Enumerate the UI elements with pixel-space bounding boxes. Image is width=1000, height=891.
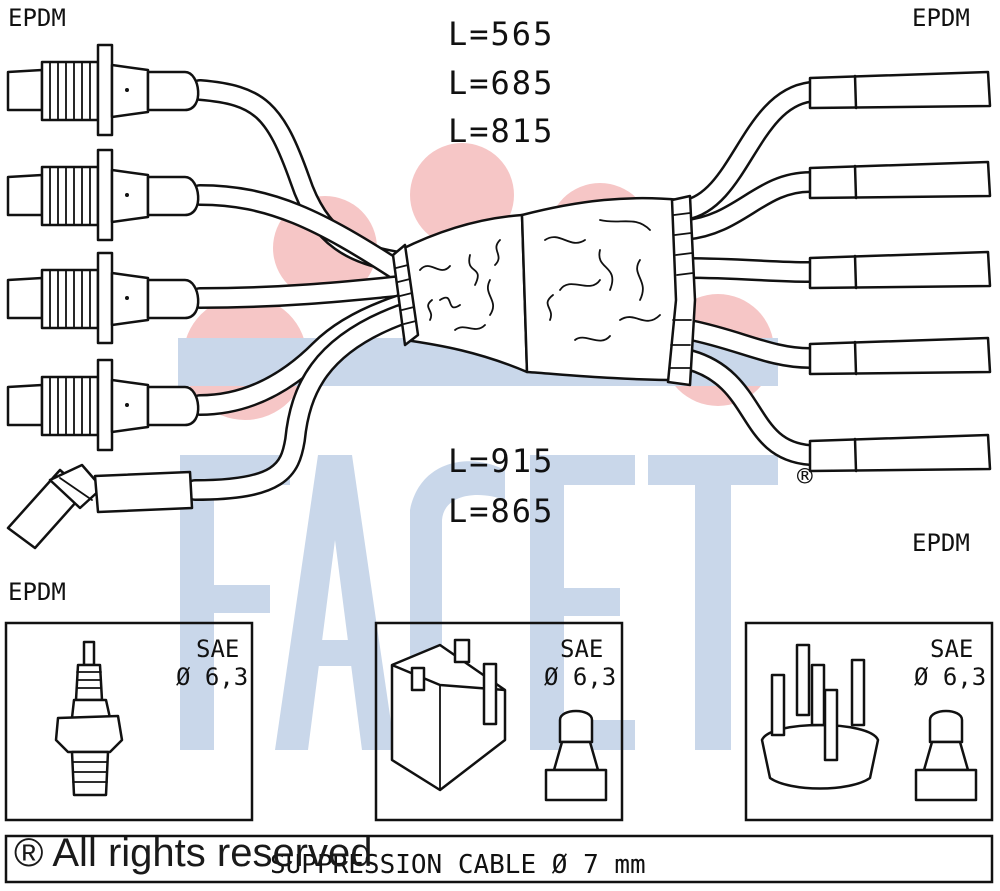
plug-boot (6, 43, 200, 137)
spark-plug-icon (54, 640, 124, 797)
footer-box (4, 834, 994, 884)
distributor-boot (808, 70, 992, 110)
length-label: L=915 (448, 442, 554, 480)
panel-sae-label: SAE (196, 635, 239, 663)
length-label: L=685 (448, 64, 554, 102)
panel-diameter-label: Ø 6,3 (544, 663, 616, 691)
panel-ignition-coil: SAE Ø 6,3 (374, 621, 624, 822)
terminal-icon (914, 709, 978, 802)
label-epdm-left-bottom: EPDM (8, 578, 66, 606)
panel-distributor-cap: SAE Ø 6,3 (744, 621, 994, 822)
panel-spark-plug: SAE Ø 6,3 (4, 621, 254, 822)
cable-bundle-wrap (391, 194, 697, 387)
panel-sae-label: SAE (560, 635, 603, 663)
length-label: L=815 (448, 112, 554, 150)
panel-sae-label: SAE (930, 635, 973, 663)
distributor-boots (808, 70, 992, 473)
distributor-boot (808, 250, 992, 290)
length-label: L=865 (448, 492, 554, 530)
terminal-icon (544, 709, 608, 802)
ignition-coil-icon (390, 638, 507, 792)
coil-connector (6, 463, 194, 550)
length-label: L=565 (448, 15, 554, 53)
label-epdm-top-right: EPDM (912, 4, 970, 32)
cable-bundle (184, 79, 821, 501)
distributor-boot (808, 336, 992, 376)
label-epdm-top-left: EPDM (8, 4, 66, 32)
copyright-watermark: ® All rights reserved (14, 831, 373, 875)
distributor-boot (808, 160, 992, 200)
plug-boot (6, 148, 200, 242)
plug-boot (6, 251, 200, 345)
label-epdm-right-middle: EPDM (912, 529, 970, 557)
connector-panels: SAE Ø 6,3 SAE Ø 6,3 (4, 621, 994, 822)
plug-boot (6, 358, 200, 452)
spark-plug-boots (6, 43, 200, 550)
distributor-cap-icon (760, 643, 880, 790)
panel-diameter-label: Ø 6,3 (176, 663, 248, 691)
distributor-boot (808, 433, 992, 473)
cable-spec-text: SUPPRESSION CABLE Ø 7 mm (270, 850, 646, 880)
panel-diameter-label: Ø 6,3 (914, 663, 986, 691)
